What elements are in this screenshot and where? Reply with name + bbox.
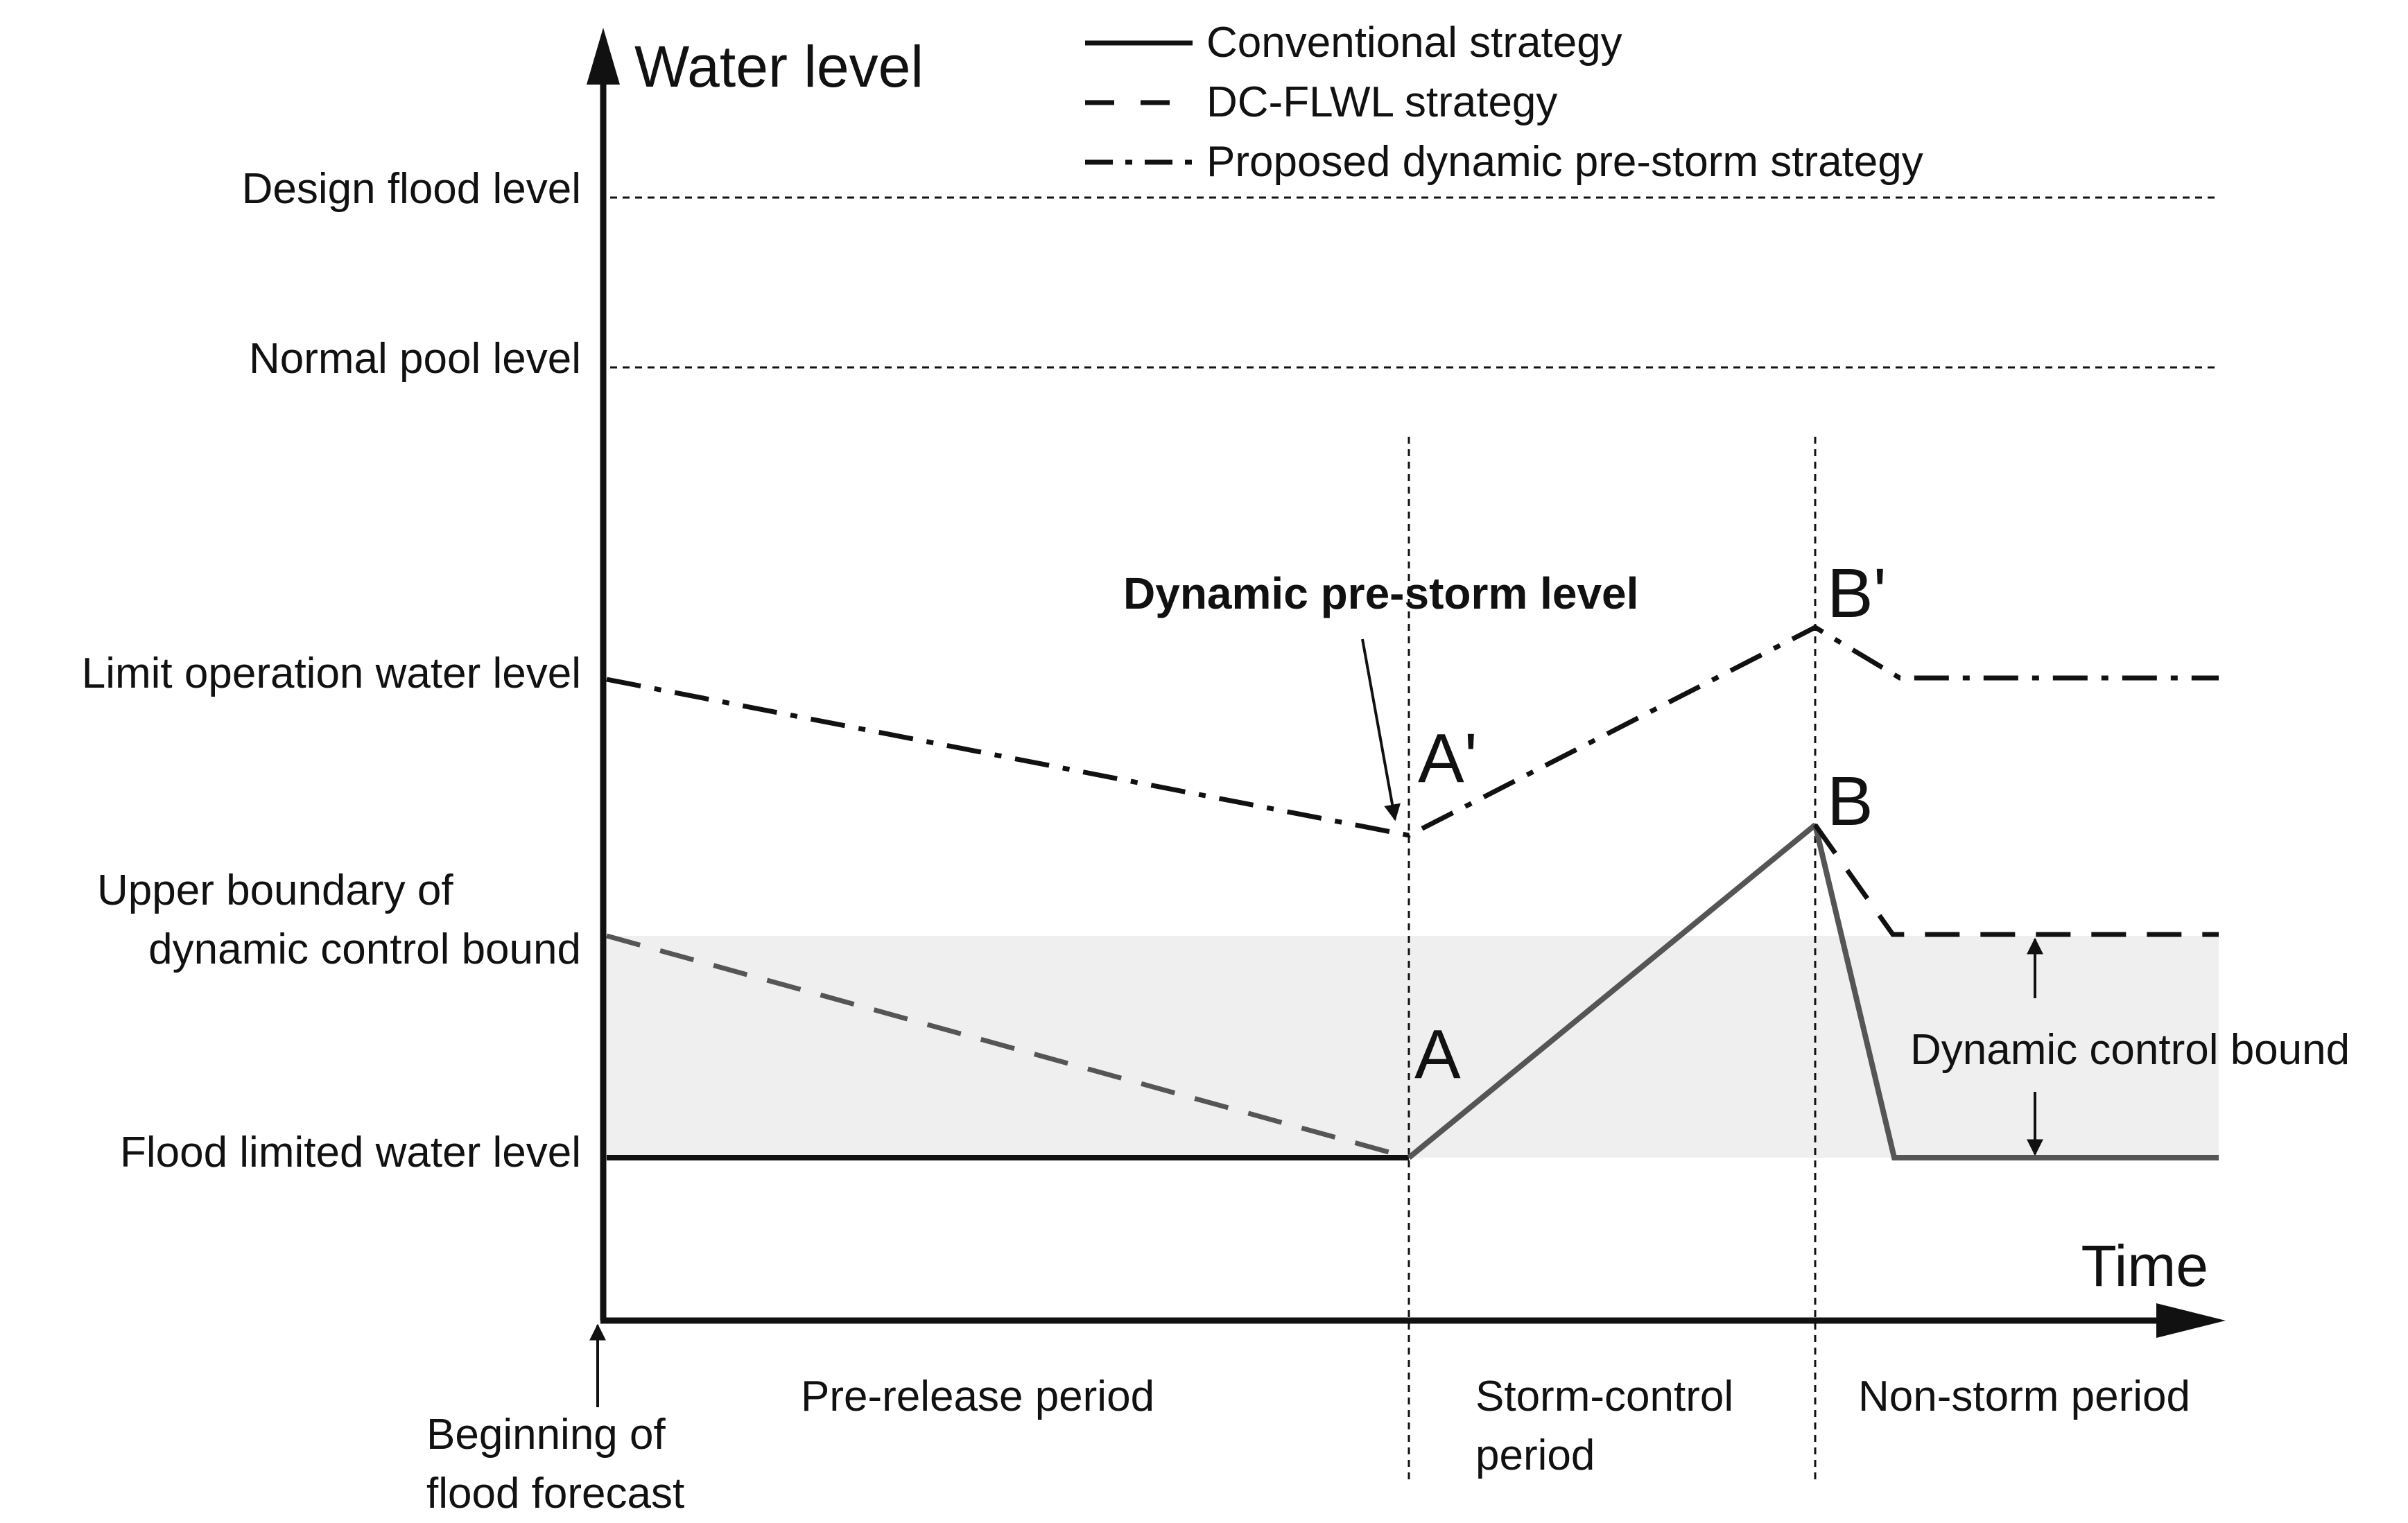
dc-flwl-strategy-late: [1813, 823, 2219, 937]
proposed-strategy-line: [606, 625, 2219, 838]
annotation-dynamic-prestorm: Dynamic pre-storm level: [1123, 568, 1638, 618]
dc-flwl-strategy-early: [606, 933, 1410, 1160]
legend: Conventional strategy DC-FLWL strategy P…: [1085, 19, 1923, 186]
label-non-storm-period: Non-storm period: [1858, 1373, 2190, 1420]
label-upper-boundary-line1: Upper boundary of: [97, 867, 453, 914]
label-flood-limited-level: Flood limited water level: [120, 1129, 581, 1176]
point-label-b: B: [1827, 763, 1873, 840]
label-upper-boundary-line2: dynamic control bound: [148, 925, 581, 973]
label-normal-pool-level: Normal pool level: [249, 335, 581, 383]
label-pre-release-period: Pre-release period: [801, 1373, 1154, 1420]
label-limit-operation-level: Limit operation water level: [82, 650, 581, 697]
label-beginning-line2: flood forecast: [426, 1470, 684, 1517]
y-axis-arrowhead: [587, 28, 620, 85]
label-beginning-line1: Beginning of: [426, 1411, 666, 1459]
point-label-b-prime: B': [1827, 555, 1887, 632]
conventional-strategy-fall: [1812, 824, 2219, 1160]
y-axis-title: Water level: [634, 34, 924, 99]
legend-label-dc-flwl: DC-FLWL strategy: [1206, 78, 1557, 126]
dynamic-control-band: [607, 936, 2219, 1158]
label-design-flood-level: Design flood level: [242, 165, 581, 213]
point-label-a-prime: A': [1418, 720, 1478, 797]
label-storm-control-line2: period: [1475, 1431, 1595, 1479]
legend-label-proposed: Proposed dynamic pre-storm strategy: [1206, 138, 1923, 186]
x-axis-title: Time: [2081, 1233, 2208, 1298]
annotation-dynamic-prestorm-arrow: [1361, 638, 1401, 821]
point-label-a: A: [1414, 1016, 1461, 1093]
x-axis-arrowhead: [2156, 1303, 2226, 1338]
legend-label-conventional: Conventional strategy: [1206, 19, 1622, 67]
annotation-dynamic-control-bound: Dynamic control bound: [1910, 1026, 2350, 1074]
label-storm-control-line1: Storm-control: [1475, 1373, 1733, 1420]
conventional-strategy-rise: [1407, 822, 1817, 1160]
